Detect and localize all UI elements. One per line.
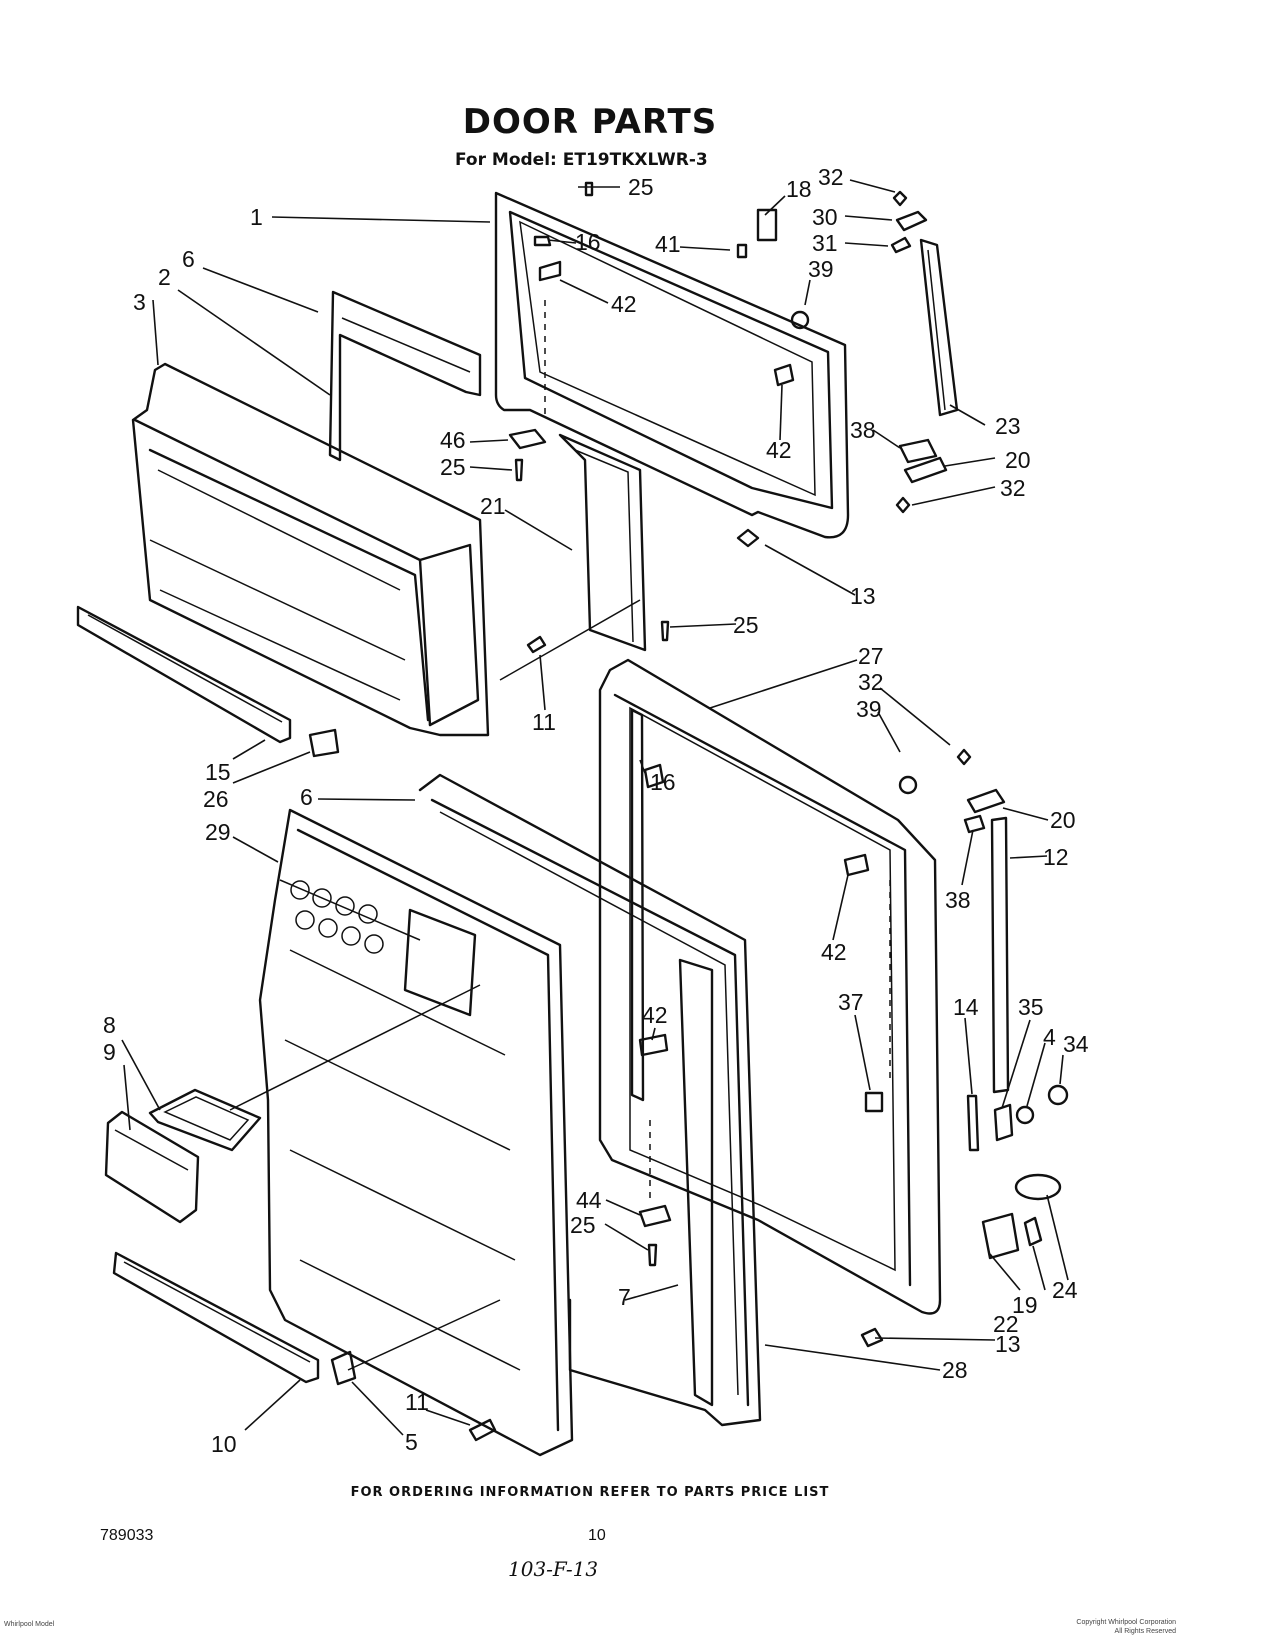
callout-13-freezer: 13: [850, 583, 876, 609]
callout-34: 34: [1063, 1031, 1089, 1057]
fresh-food-door-panel: [598, 658, 942, 1315]
callout-12: 12: [1043, 844, 1069, 870]
callout-29: 29: [205, 819, 231, 845]
page-title: DOOR PARTS: [462, 102, 718, 142]
callout-11-fresh-food: 11: [405, 1389, 429, 1415]
callout-32-upper-hinge: 32: [1000, 475, 1026, 501]
callout-6-freezer: 6: [182, 246, 195, 272]
callout-18: 18: [786, 176, 812, 202]
callout-10: 10: [211, 1431, 237, 1457]
callout-25-top: 25: [628, 174, 654, 200]
callout-20-upper: 20: [1005, 447, 1031, 473]
callout-31: 31: [812, 230, 838, 256]
callout-38-lower: 38: [945, 887, 971, 913]
callout-25-lower: 25: [570, 1212, 596, 1238]
callout-8: 8: [103, 1012, 116, 1038]
upper-hinge-assembly: [308, 181, 959, 758]
lower-hinge-assembly: [638, 748, 1069, 1348]
freezer-screws: [514, 458, 670, 654]
callout-7: 7: [618, 1284, 631, 1310]
callout-23: 23: [995, 413, 1021, 439]
copyright-notice: Copyright Whirlpool Corporation All Righ…: [1076, 1619, 1176, 1635]
callout-15: 15: [205, 759, 231, 785]
callout-21: 21: [480, 493, 506, 519]
callout-2: 2: [158, 264, 171, 290]
callout-3: 3: [133, 289, 146, 315]
freezer-door-panel: [494, 191, 850, 539]
callout-11-freezer: 11: [532, 709, 556, 735]
callout-46: 46: [440, 427, 466, 453]
callout-19: 19: [1012, 1292, 1038, 1318]
fresh-food-door-gasket: [418, 773, 762, 1427]
ordering-note: FOR ORDERING INFORMATION REFER TO PARTS …: [350, 1485, 830, 1500]
callout-30: 30: [812, 204, 838, 230]
leader-lines: [121, 179, 1069, 1436]
callout-5: 5: [405, 1429, 418, 1455]
freezer-door-rail: [76, 605, 292, 744]
callout-32-top: 32: [818, 164, 844, 190]
callout-22: 22: [993, 1311, 1019, 1337]
callout-labels: 1 2 3 4 5 6 6 7 8 9 10 11 11 12 13 13 14…: [103, 164, 1089, 1457]
fresh-food-inner-liner: [258, 808, 574, 1457]
callout-20-lower: 20: [1050, 807, 1076, 833]
callout-41: 41: [655, 231, 681, 257]
callout-16-freezer: 16: [575, 229, 601, 255]
model-number: For Model: ET19TKXLWR-3: [455, 150, 708, 170]
callout-25-middle: 25: [733, 612, 759, 638]
callout-16-fresh-food: 16: [650, 769, 676, 795]
callout-24: 24: [1052, 1277, 1078, 1303]
callout-27: 27: [858, 643, 884, 669]
callout-37: 37: [838, 989, 864, 1015]
page-number: 10: [588, 1527, 606, 1544]
callout-32-lower: 32: [858, 669, 884, 695]
document-number: 789033: [100, 1527, 154, 1544]
butter-compartment: [104, 1088, 497, 1442]
small-print-left: Whirlpool Model: [4, 1621, 55, 1628]
callout-38-upper: 38: [850, 417, 876, 443]
freezer-inner-liner: [131, 362, 490, 737]
callout-39-lower: 39: [856, 696, 882, 722]
handwritten-reference: 103-F-13: [508, 1557, 599, 1581]
callout-4: 4: [1043, 1024, 1056, 1050]
alignment-lines: [229, 300, 891, 1371]
callout-6-fresh-food: 6: [300, 784, 313, 810]
callout-42-lower-left: 42: [642, 1002, 668, 1028]
callout-44: 44: [576, 1187, 602, 1213]
callout-1: 1: [250, 204, 263, 230]
callout-25-hinge: 25: [440, 454, 466, 480]
callout-42-upper-right: 42: [766, 437, 792, 463]
callout-35: 35: [1018, 994, 1044, 1020]
freezer-door-gasket: [328, 290, 647, 652]
callout-26: 26: [203, 786, 229, 812]
callout-42-lower-right: 42: [821, 939, 847, 965]
callout-9: 9: [103, 1039, 116, 1065]
callout-28: 28: [942, 1357, 968, 1383]
callout-13-fresh-food: 13: [995, 1331, 1021, 1357]
callout-14: 14: [953, 994, 979, 1020]
callout-39-upper: 39: [808, 256, 834, 282]
callout-42-upper-left: 42: [611, 291, 637, 317]
